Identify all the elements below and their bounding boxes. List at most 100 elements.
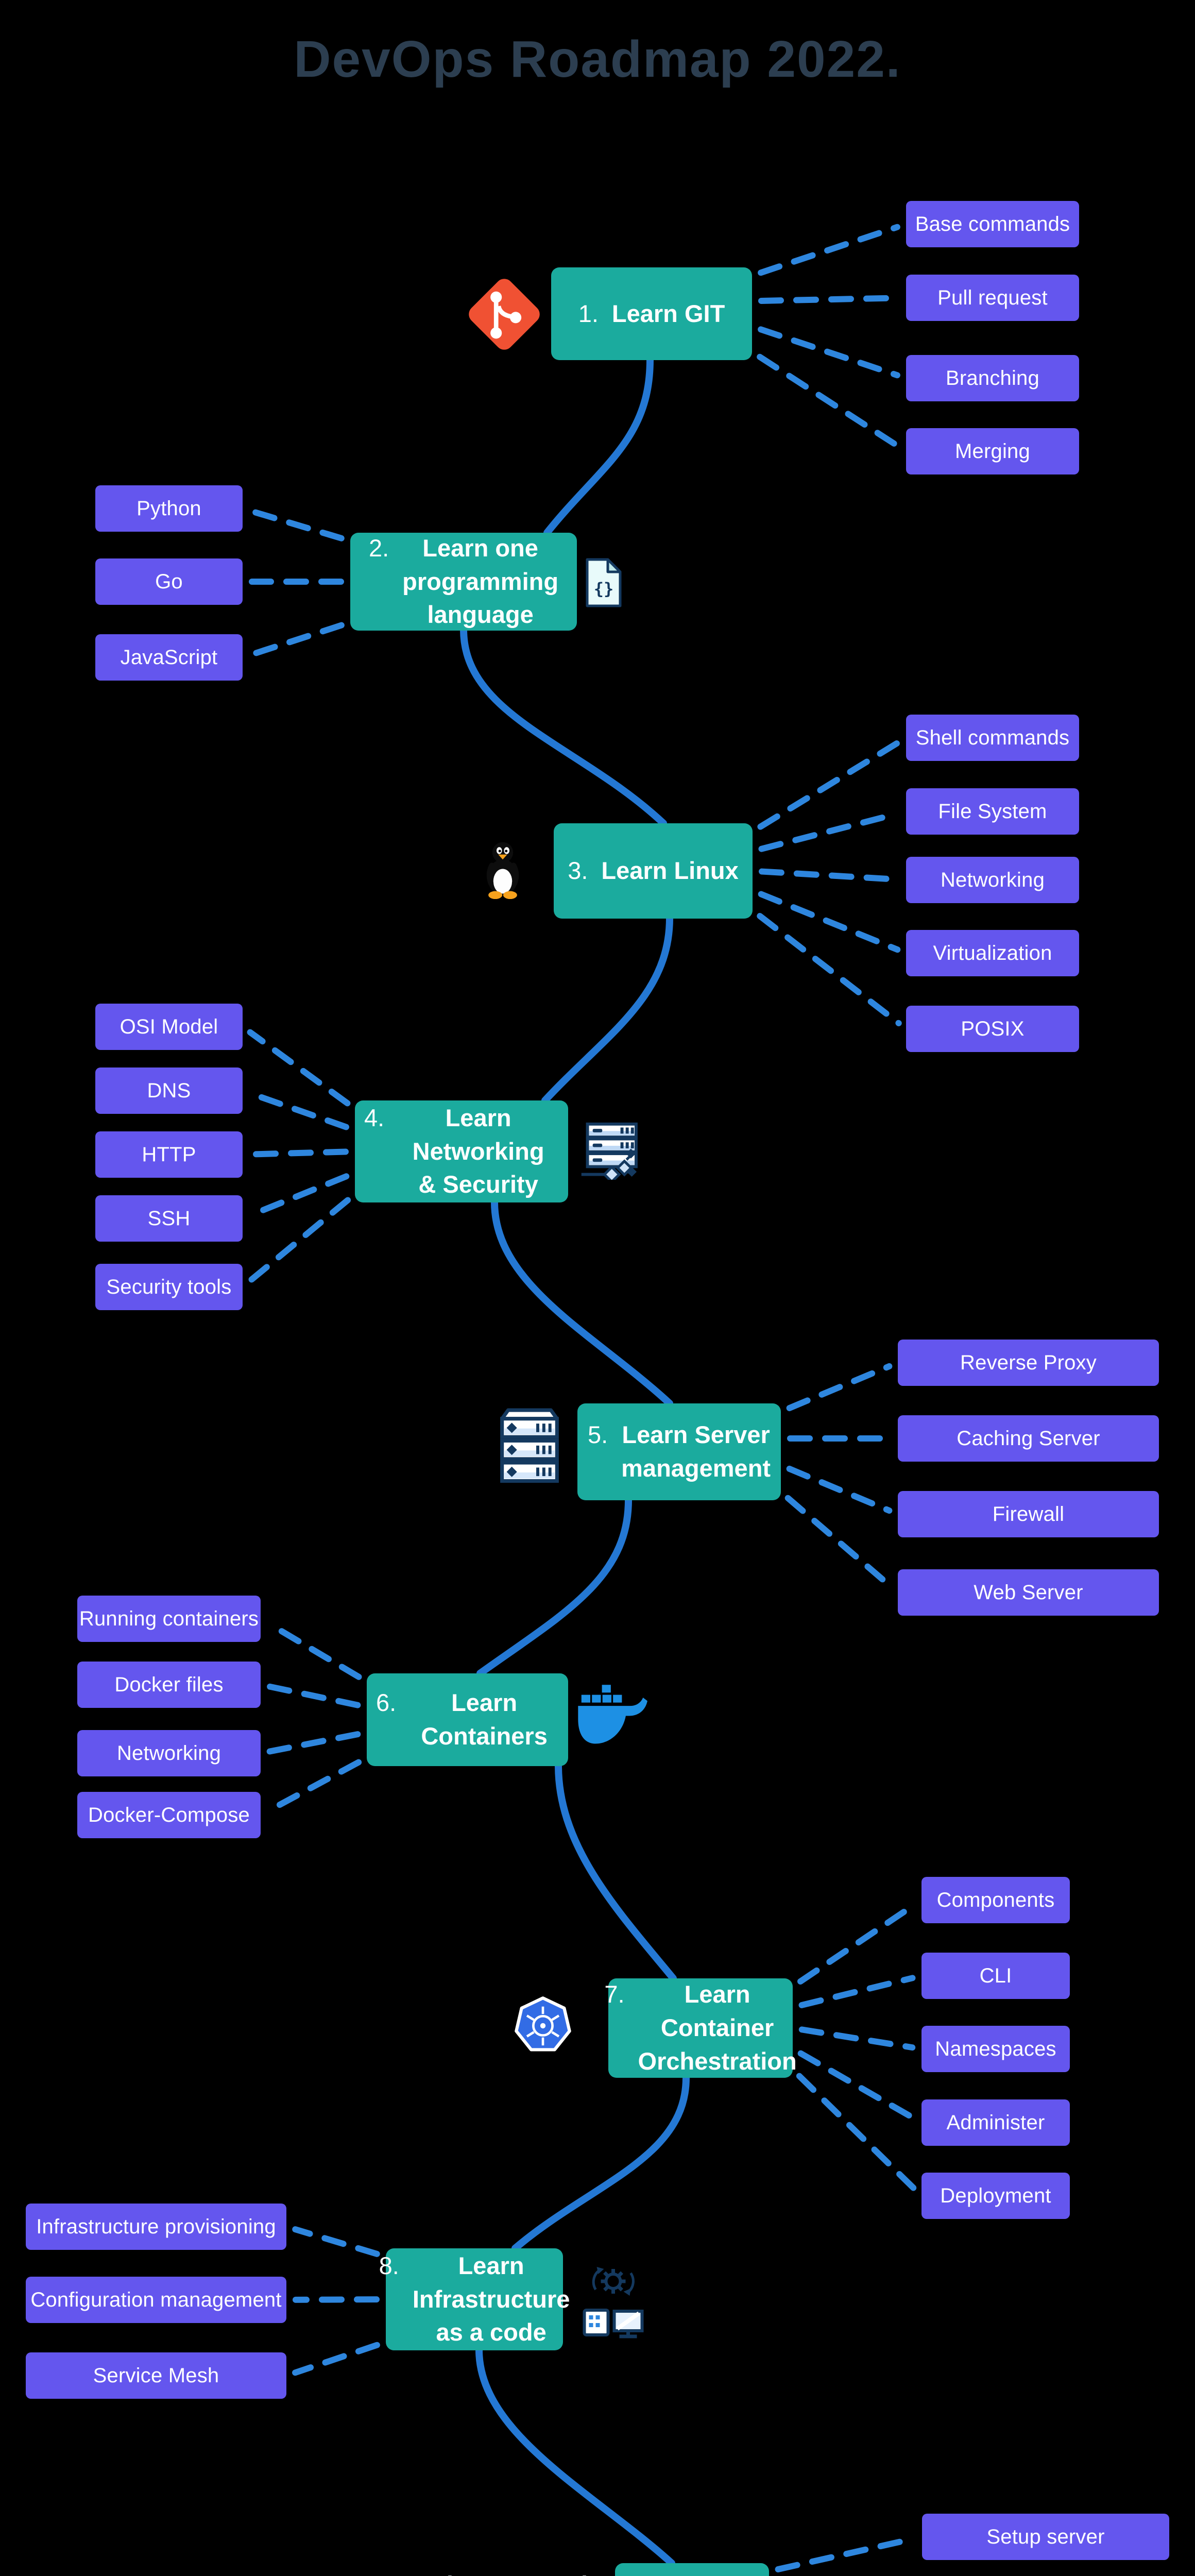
satellite-label: Web Server bbox=[974, 1581, 1083, 1604]
satellite-label: File System bbox=[938, 800, 1047, 823]
dashed-connector bbox=[266, 1683, 361, 1708]
satellite-posix: POSIX bbox=[906, 1006, 1079, 1052]
node-number: 7. bbox=[604, 1980, 625, 2008]
satellite-administer: Administer bbox=[921, 2099, 1070, 2146]
dashed-connector bbox=[266, 1731, 361, 1755]
node-8-learn: 8.Learn Infrastructure as a code bbox=[379, 2248, 570, 2350]
satellite-file-system: File System bbox=[906, 788, 1079, 835]
satellite-label: Infrastructure provisioning bbox=[36, 2215, 276, 2238]
satellite-label: Base commands bbox=[915, 212, 1070, 235]
satellite-cli: CLI bbox=[921, 1953, 1070, 1999]
satellite-label: Service Mesh bbox=[93, 2364, 219, 2387]
satellite-label: Virtualization bbox=[933, 941, 1052, 964]
satellite-label: Docker files bbox=[114, 1673, 224, 1696]
node-label: Learn Container Orchestration bbox=[638, 1980, 797, 2075]
dashed-connector bbox=[796, 2073, 918, 2193]
server-stack-icon bbox=[493, 1406, 566, 1489]
node-7-learn-container: 7. Learn Container Orchestration bbox=[604, 1978, 797, 2078]
satellite-docker-files: Docker files bbox=[77, 1662, 261, 1708]
satellite-label: Shell commands bbox=[915, 726, 1070, 749]
dashed-connector bbox=[758, 810, 900, 852]
dashed-connector bbox=[247, 1029, 351, 1107]
satellite-label: Networking bbox=[940, 868, 1045, 891]
satellite-caching-server: Caching Server bbox=[898, 1415, 1159, 1462]
satellite-base-commands: Base commands bbox=[906, 201, 1079, 247]
node-label: Learn Containers bbox=[421, 1689, 548, 1750]
spine-curve bbox=[511, 2074, 690, 2252]
satellite-deployment: Deployment bbox=[921, 2173, 1070, 2219]
satellite-label: HTTP bbox=[142, 1143, 196, 1166]
node-label: Learn one programming language bbox=[402, 534, 559, 629]
satellite-docker-compose: Docker-Compose bbox=[77, 1792, 261, 1838]
node-3-learn-linux: 3. Learn Linux bbox=[554, 823, 753, 919]
node-5-learn-server: 5.Learn Server management bbox=[577, 1403, 781, 1500]
dashed-connector bbox=[784, 1495, 894, 1590]
satellite-osi-model: OSI Model bbox=[95, 1004, 243, 1050]
dashed-connector bbox=[775, 2535, 916, 2573]
node-number: 4. bbox=[364, 1104, 385, 1131]
satellite-http: HTTP bbox=[95, 1131, 243, 1178]
node-number: 1. bbox=[578, 299, 599, 327]
satellite-ssh: SSH bbox=[95, 1195, 243, 1242]
node-2-learn-one: 2.Learn one programming language bbox=[350, 533, 577, 631]
page-title: DevOps Roadmap 2022. bbox=[294, 30, 901, 88]
dashed-connector bbox=[248, 622, 345, 658]
dashed-connector bbox=[248, 508, 345, 541]
docker-icon bbox=[576, 1683, 648, 1749]
spine-curve bbox=[541, 914, 673, 1104]
git-icon bbox=[464, 268, 545, 361]
dashed-connector bbox=[757, 353, 901, 450]
satellite-label: CLI bbox=[979, 1964, 1012, 1987]
satellite-label: Go bbox=[155, 570, 183, 593]
dashed-connector bbox=[246, 1197, 351, 1284]
dashed-connector bbox=[786, 1465, 893, 1514]
node-6-learn-containers: 6.Learn Containers bbox=[367, 1673, 568, 1766]
node-label: Learn Server management bbox=[621, 1421, 771, 1482]
dashed-connector bbox=[757, 912, 902, 1027]
satellite-infrastructure-provisioning: Infrastructure provisioning bbox=[26, 2204, 286, 2250]
satellite-label: OSI Model bbox=[120, 1015, 218, 1038]
satellite-go: Go bbox=[95, 558, 243, 605]
dashed-connector bbox=[758, 891, 901, 953]
satellite-label: Networking bbox=[116, 1741, 221, 1765]
dashed-connector bbox=[797, 2050, 917, 2122]
dashed-connector bbox=[757, 739, 901, 830]
spine-curve bbox=[460, 626, 667, 827]
dashed-connector bbox=[798, 1975, 916, 2008]
node-9-learn-ci-cd: 9.Learn CI/CD bbox=[615, 2563, 769, 2576]
node-4-learn-networking: 4.Learn Networking & Security bbox=[355, 1100, 568, 1202]
dashed-connector bbox=[248, 1173, 350, 1218]
satellite-networking: Networking bbox=[906, 857, 1079, 903]
dashed-connector bbox=[292, 2342, 380, 2376]
satellite-label: Reverse Proxy bbox=[960, 1351, 1097, 1374]
dashed-connector bbox=[786, 1363, 893, 1412]
node-label: Learn Linux bbox=[601, 857, 739, 885]
dashed-connector bbox=[265, 1759, 362, 1814]
node-number: 3. bbox=[568, 857, 588, 885]
satellite-namespaces: Namespaces bbox=[921, 2026, 1070, 2072]
satellite-reverse-proxy: Reverse Proxy bbox=[898, 1340, 1159, 1386]
satellite-merging: Merging bbox=[906, 428, 1079, 474]
satellite-web-server: Web Server bbox=[898, 1569, 1159, 1616]
satellite-networking: Networking bbox=[77, 1730, 261, 1776]
satellite-label: Merging bbox=[955, 439, 1030, 463]
satellite-label: Setup server bbox=[986, 2525, 1105, 2548]
node-number: 8. bbox=[379, 2251, 399, 2279]
satellite-python: Python bbox=[95, 485, 243, 532]
network-security-icon bbox=[578, 1117, 639, 1180]
cicd-infinity-icon bbox=[447, 2566, 587, 2576]
satellite-label: Security tools bbox=[106, 1275, 232, 1298]
spine-curve bbox=[475, 2346, 675, 2567]
dashed-connector bbox=[248, 1090, 350, 1130]
satellite-label: Docker-Compose bbox=[88, 1803, 250, 1826]
dashed-connector bbox=[265, 1620, 362, 1680]
satellite-dns: DNS bbox=[95, 1067, 243, 1114]
dashed-connector bbox=[758, 295, 900, 304]
satellite-label: Configuration management bbox=[30, 2288, 282, 2311]
satellite-label: SSH bbox=[147, 1207, 191, 1230]
satellite-branching: Branching bbox=[906, 355, 1079, 401]
spine-curve bbox=[491, 1198, 673, 1407]
satellite-components: Components bbox=[921, 1877, 1070, 1923]
infrastructure-code-icon bbox=[581, 2263, 646, 2339]
